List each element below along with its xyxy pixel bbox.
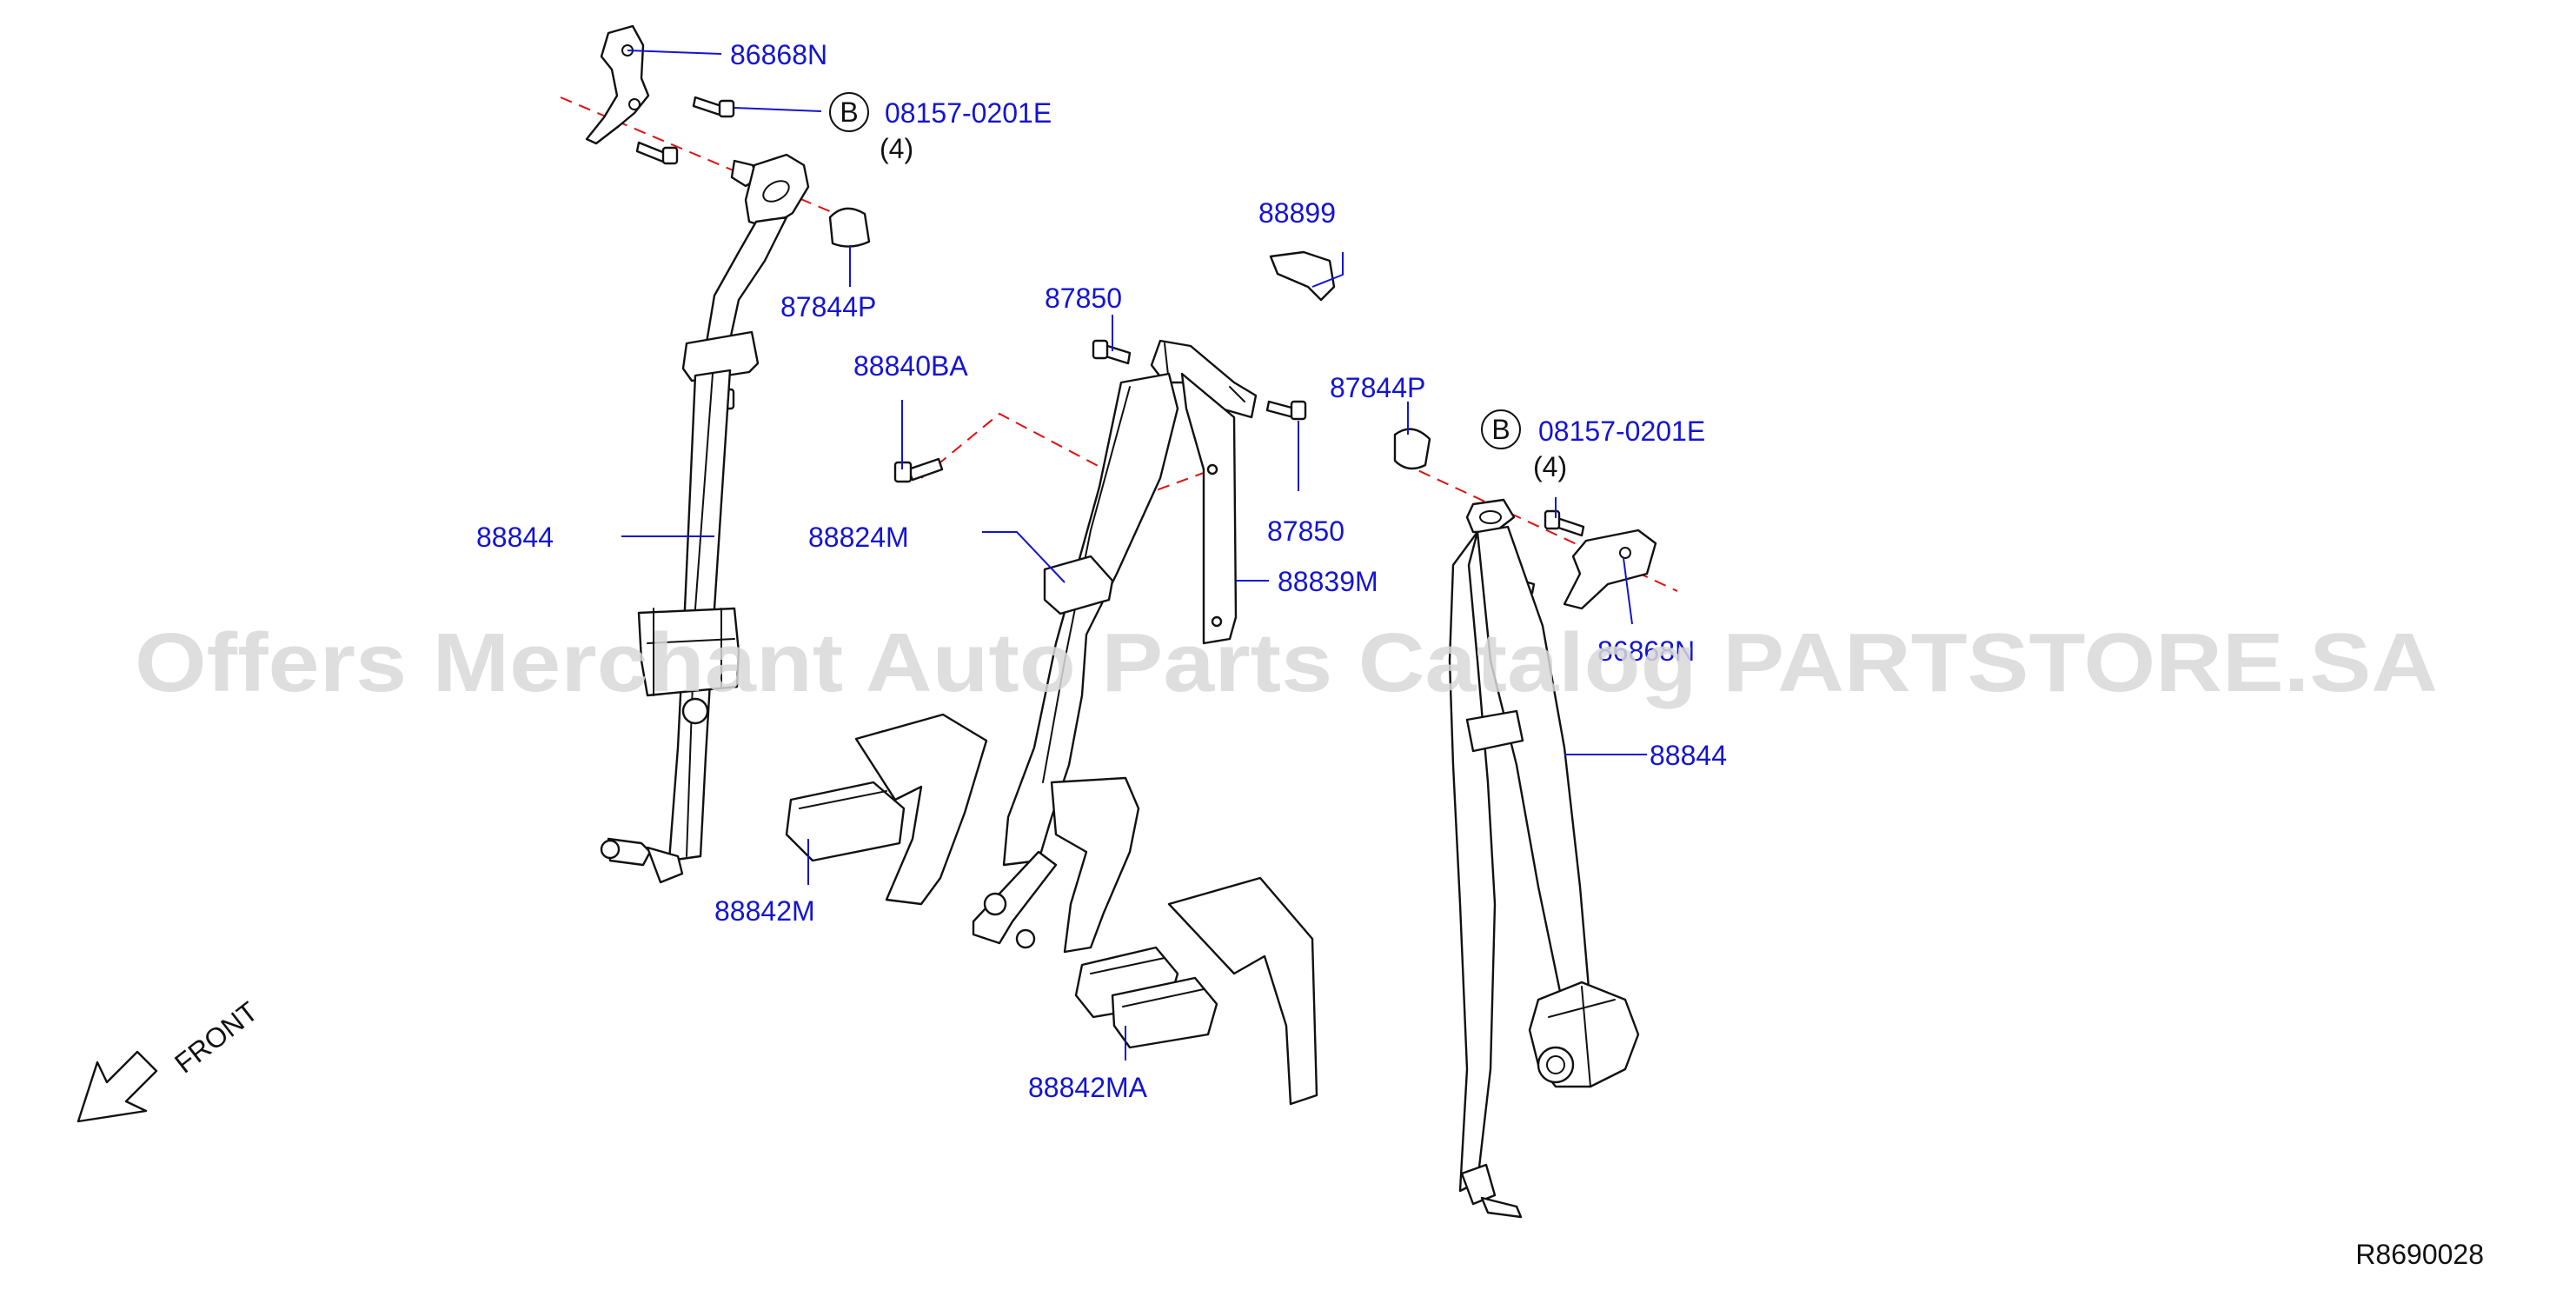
bolt-symbol-right: B xyxy=(1481,409,1521,449)
callout-88842ma: 88842MA xyxy=(1028,1072,1148,1103)
right-seat-belt-assembly xyxy=(1393,428,1657,1219)
callout-bolt-left-qty: (4) xyxy=(880,133,913,164)
buckle-88842m xyxy=(785,713,988,906)
callout-88840ba: 88840BA xyxy=(853,350,968,382)
leader-lines xyxy=(621,50,1647,1061)
callout-86868n-right: 86868N xyxy=(1597,635,1695,667)
bolt-symbol-left: B xyxy=(829,92,869,132)
callout-88842m: 88842M xyxy=(714,895,815,927)
reference-code: R8690028 xyxy=(2355,1239,2484,1270)
callout-bolt-right-qty: (4) xyxy=(1533,451,1567,482)
front-label: FRONT xyxy=(169,995,263,1079)
center-seat-belt-assembly xyxy=(893,250,1336,954)
bolt-symbol-left-label: B xyxy=(840,96,858,128)
callout-bolt-left-code: 08157-0201E xyxy=(885,97,1052,129)
front-direction-indicator: FRONT xyxy=(76,995,263,1123)
callout-86868n-top: 86868N xyxy=(730,39,827,70)
callout-87844p-right: 87844P xyxy=(1330,372,1425,403)
left-seat-belt-assembly xyxy=(585,24,871,884)
callout-88844-left: 88844 xyxy=(476,522,554,553)
front-arrow-icon xyxy=(76,1050,158,1123)
buckle-88842ma xyxy=(1074,876,1318,1106)
callout-88839m: 88839M xyxy=(1278,566,1378,597)
callout-88844-right: 88844 xyxy=(1650,740,1727,771)
callout-87844p-left: 87844P xyxy=(780,291,876,322)
callout-88824m: 88824M xyxy=(808,522,909,553)
callout-87850-mid: 87850 xyxy=(1267,515,1344,547)
callout-bolt-right-code: 08157-0201E xyxy=(1538,416,1705,447)
bolt-symbol-right-label: B xyxy=(1491,414,1510,445)
watermark-text: Offers Merchant Auto Parts Catalog PARTS… xyxy=(135,616,2438,709)
callout-88899: 88899 xyxy=(1258,197,1336,229)
callout-87850-top: 87850 xyxy=(1045,283,1122,314)
callout-labels: 86868N 08157-0201E (4) 87844P 88899 8785… xyxy=(476,39,1727,1103)
